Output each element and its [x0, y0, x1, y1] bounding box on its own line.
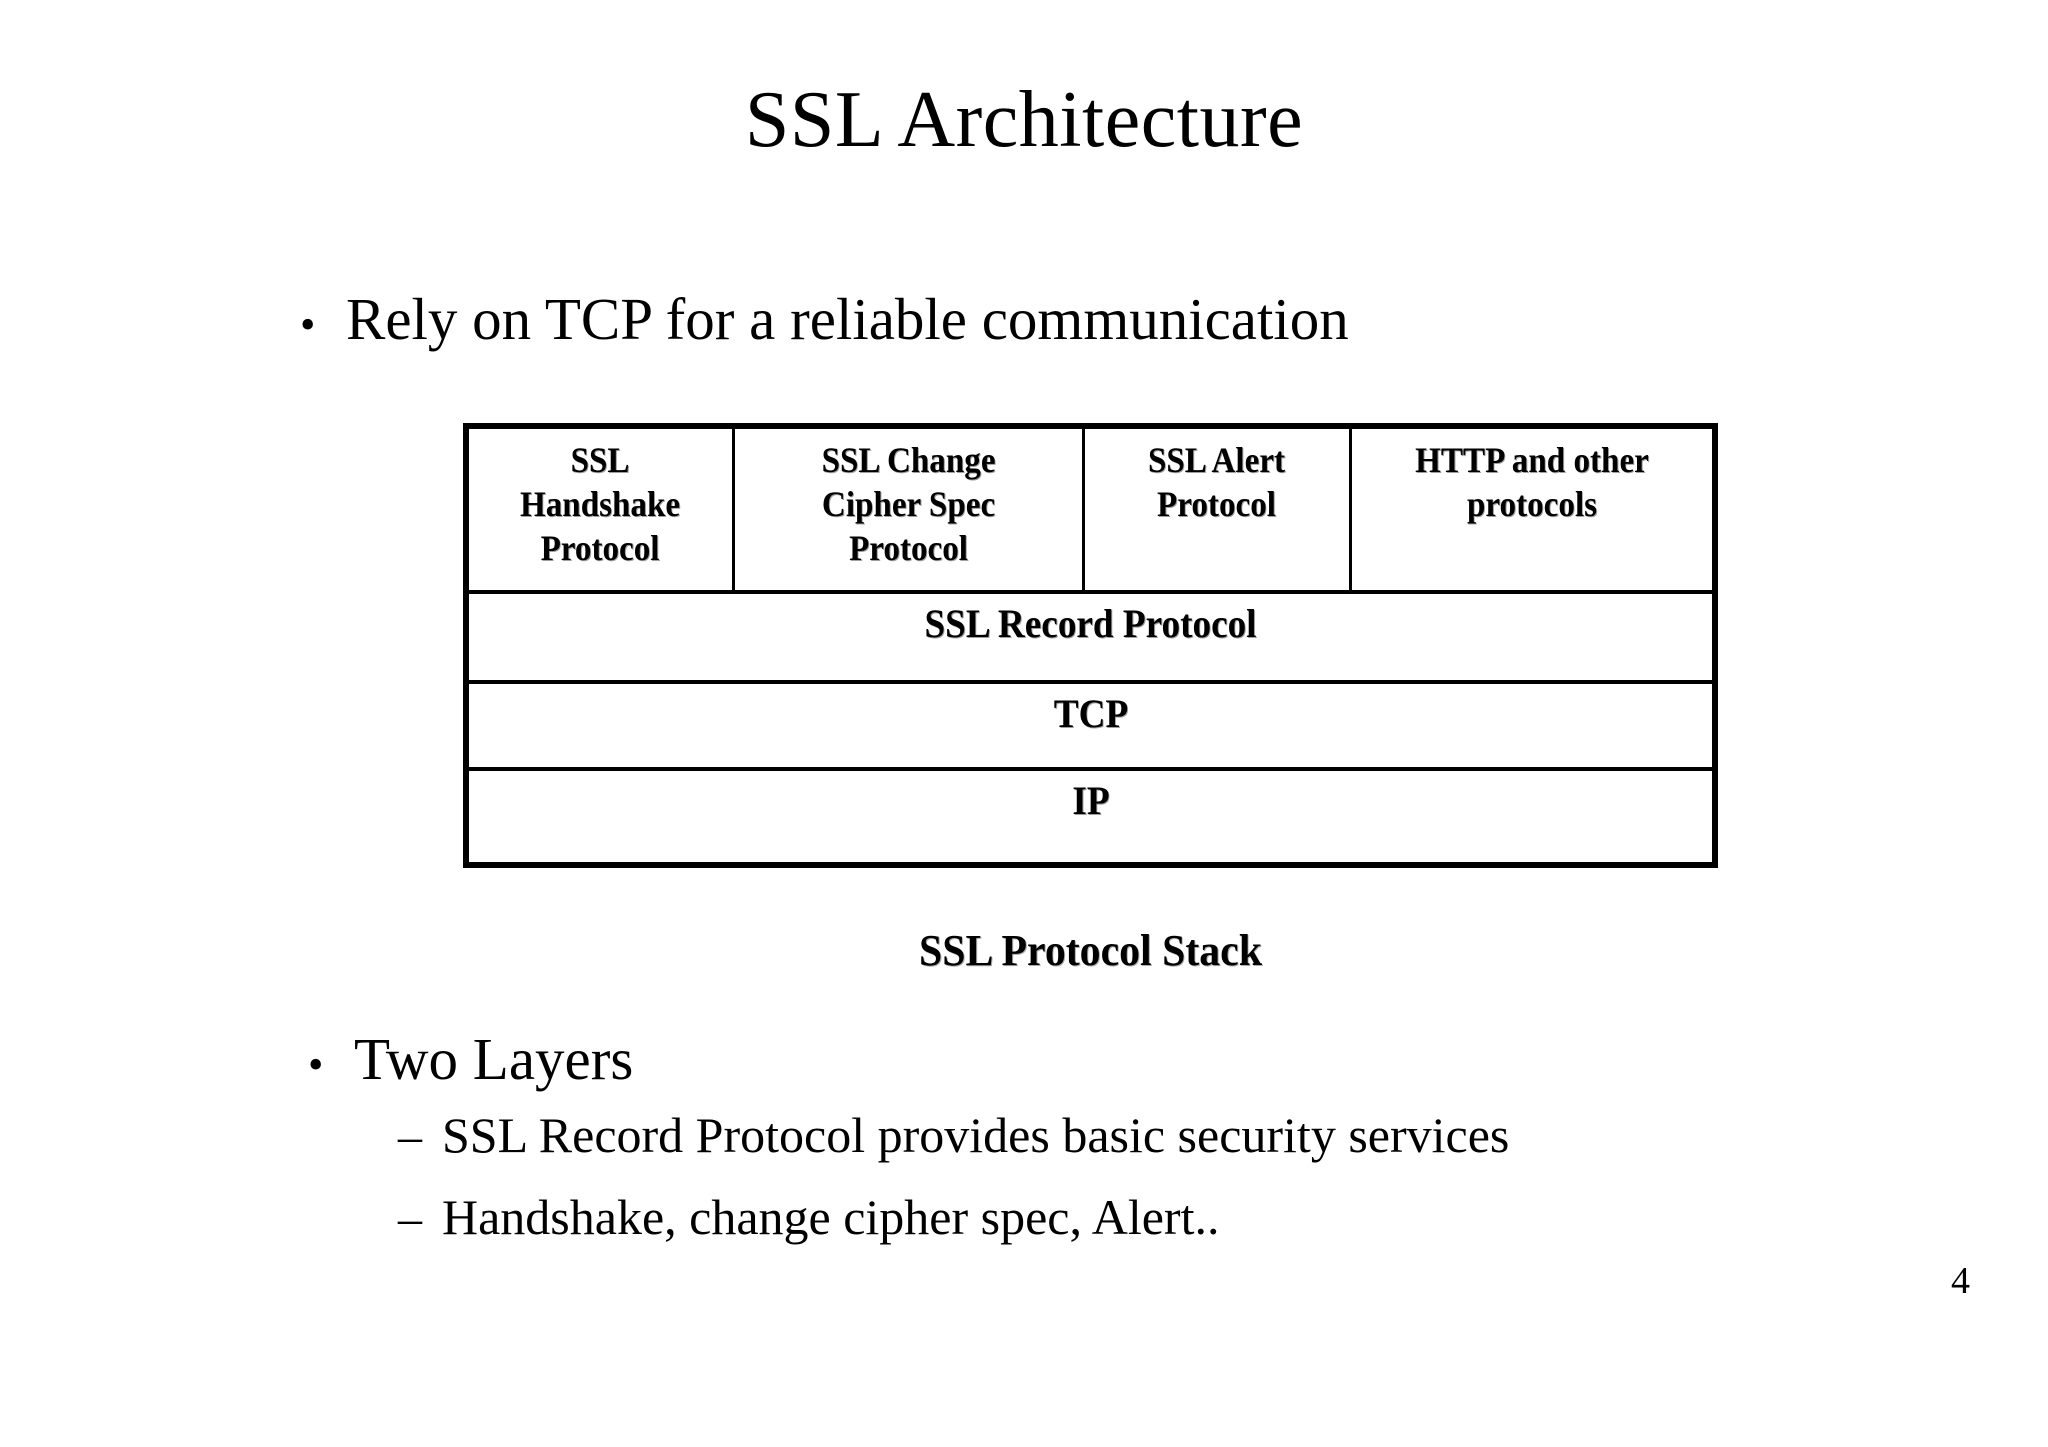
subbullet-item-ssl-record-protocol: – SSL Record Protocol provides basic sec… [398, 1108, 1509, 1162]
subbullet-label: SSL Record Protocol provides basic secur… [442, 1107, 1510, 1163]
stack-cell-ssl-alert-protocol: SSL Alert Protocol [1082, 429, 1349, 590]
stack-cell-label: SSL Alert Protocol [1148, 440, 1286, 524]
ssl-protocol-stack-diagram: SSL Handshake Protocol SSL Change Cipher… [463, 423, 1718, 868]
protocol-stack-top-row: SSL Handshake Protocol SSL Change Cipher… [469, 429, 1712, 594]
stack-cell-label: HTTP and other protocols [1415, 440, 1649, 524]
bullet-item-two-layers: • Two Layers [308, 1026, 634, 1092]
stack-row-tcp: TCP [469, 684, 1712, 771]
page-title: SSL Architecture [744, 76, 1304, 164]
bullet-item-rely-on-tcp: • Rely on TCP for a reliable communicati… [300, 286, 1349, 352]
stack-row-ssl-record-protocol: SSL Record Protocol [469, 594, 1712, 684]
bullet-dash-icon: – [398, 1110, 422, 1163]
stack-row-label: IP [1071, 778, 1110, 823]
page-number: 4 [1951, 1260, 1970, 1302]
diagram-caption: SSL Protocol Stack [919, 926, 1262, 975]
bullet-label: Rely on TCP for a reliable communication [346, 286, 1349, 352]
stack-row-label: SSL Record Protocol [924, 601, 1257, 646]
bullet-dot-icon: • [308, 1040, 324, 1089]
stack-cell-http-and-other-protocols: HTTP and other protocols [1349, 429, 1712, 590]
stack-cell-label: SSL Handshake Protocol [520, 440, 681, 568]
stack-cell-ssl-handshake-protocol: SSL Handshake Protocol [469, 429, 732, 590]
protocol-stack-inner: SSL Handshake Protocol SSL Change Cipher… [469, 429, 1712, 862]
subbullet-item-handshake-change-cipher-spec: – Handshake, change cipher spec, Alert.. [398, 1190, 1219, 1244]
bullet-dot-icon: • [300, 300, 316, 349]
subbullet-label: Handshake, change cipher spec, Alert.. [442, 1189, 1220, 1245]
stack-cell-label: SSL Change Cipher Spec Protocol [821, 440, 996, 568]
bullet-dash-icon: – [398, 1192, 422, 1245]
stack-row-label: TCP [1053, 691, 1128, 736]
stack-row-ip: IP [469, 771, 1712, 862]
stack-cell-ssl-change-cipher-spec-protocol: SSL Change Cipher Spec Protocol [732, 429, 1082, 590]
bullet-label: Two Layers [354, 1026, 634, 1092]
